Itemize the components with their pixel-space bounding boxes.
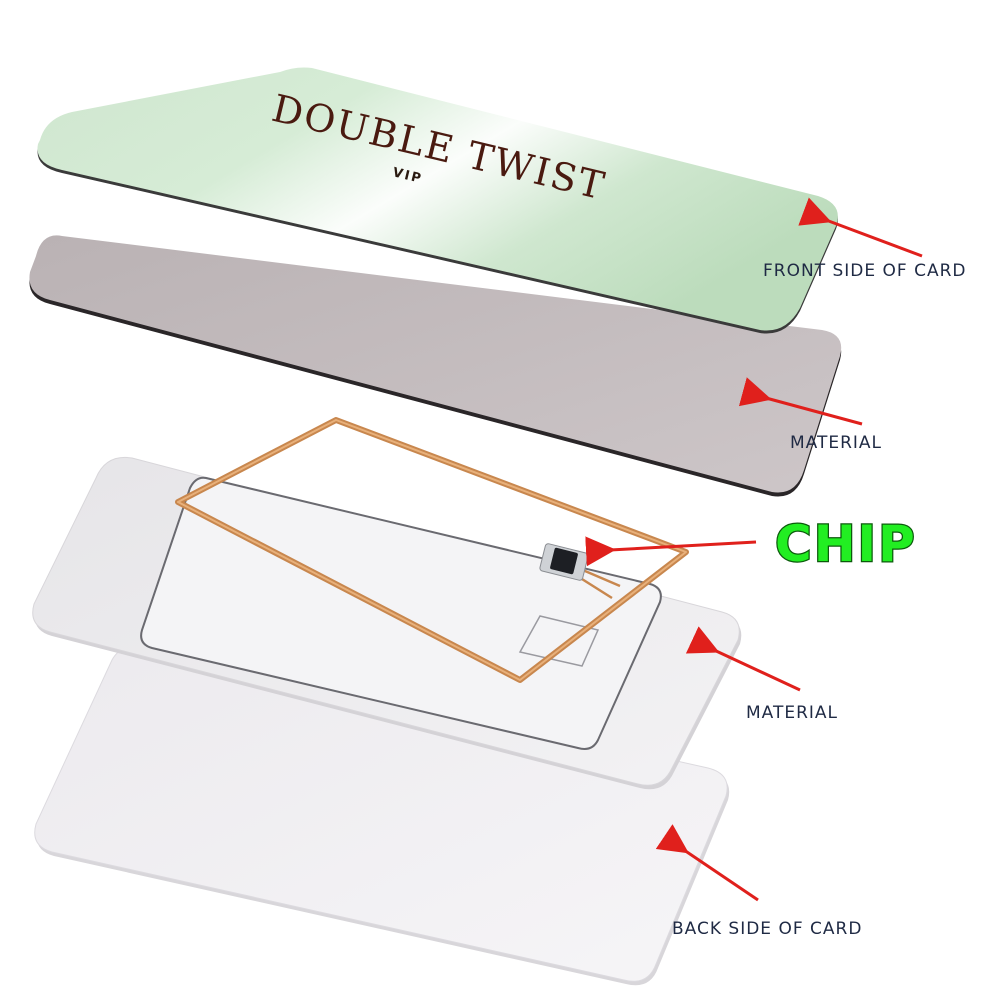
- material-top-label: MATERIAL: [790, 433, 882, 453]
- front-side-label: FRONT SIDE OF CARD: [763, 261, 966, 281]
- back-side-label: BACK SIDE OF CARD: [672, 919, 862, 939]
- chip-label: CHIP: [775, 515, 917, 573]
- material-bottom-arrow: [714, 650, 800, 690]
- material-bottom-label: MATERIAL: [746, 703, 838, 723]
- front-arrow: [826, 220, 922, 256]
